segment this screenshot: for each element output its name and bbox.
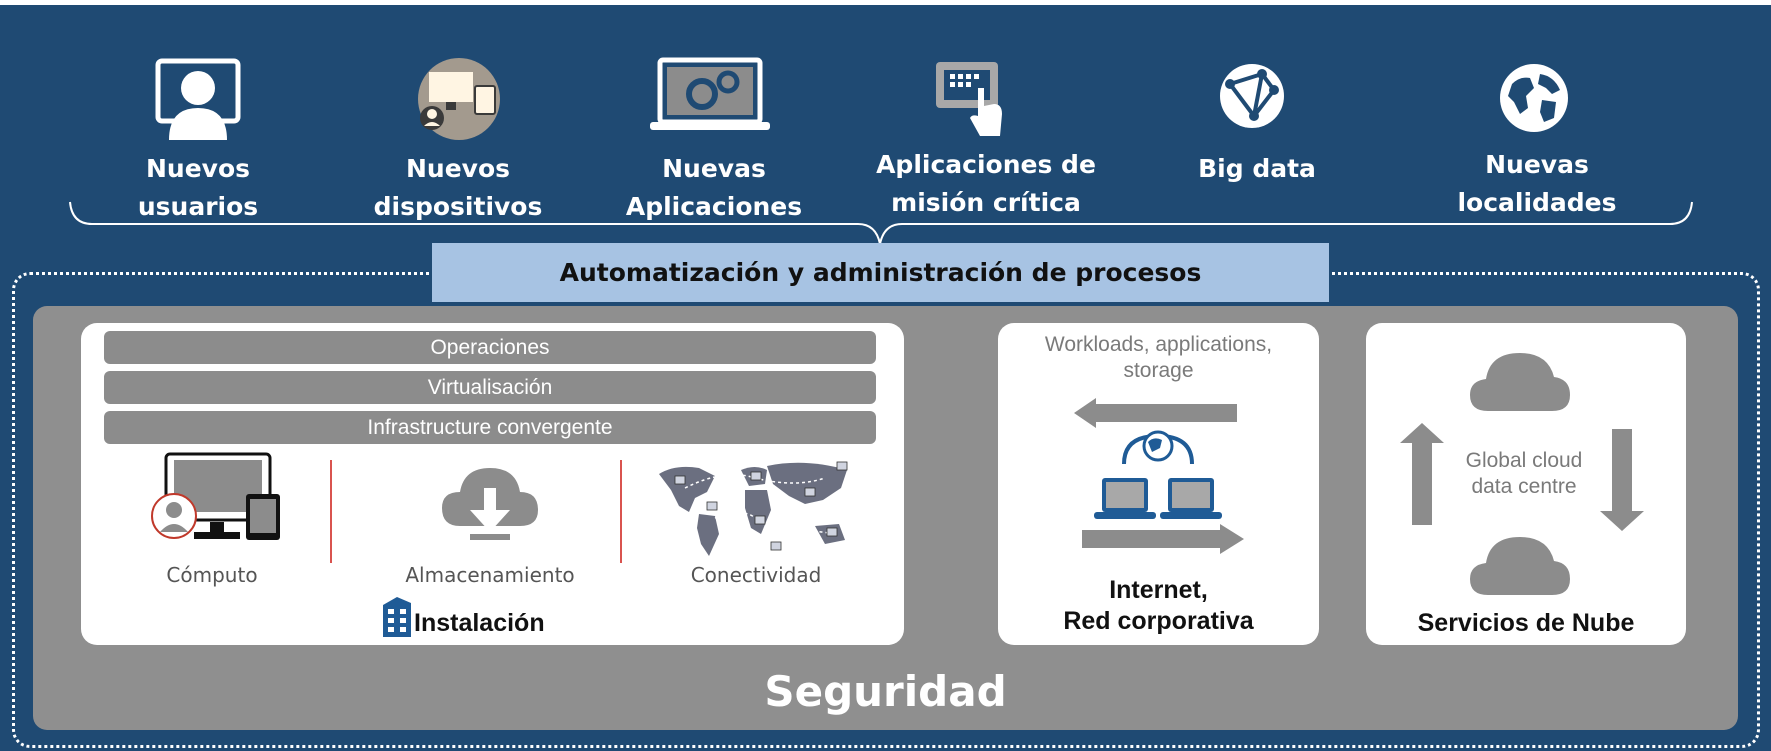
category-label-line1: Nuevos bbox=[145, 154, 251, 183]
compute-icon bbox=[151, 452, 280, 540]
category-label-line2: misión crítica bbox=[891, 188, 1081, 217]
devices-icon bbox=[418, 58, 500, 140]
category-label-line2: localidades bbox=[1457, 188, 1617, 217]
cloud-caption: Global cloud data centre bbox=[1424, 448, 1624, 500]
divider-line bbox=[330, 460, 332, 563]
globe-icon bbox=[1500, 64, 1568, 132]
divider-line bbox=[620, 460, 622, 563]
category-new-locations: Nuevas localidades bbox=[1427, 146, 1647, 222]
category-label-line2: usuarios bbox=[137, 192, 259, 221]
category-label-line1: Nuevas bbox=[1485, 150, 1589, 179]
building-icon bbox=[383, 597, 411, 637]
internet-card bbox=[998, 323, 1319, 645]
category-new-devices: Nuevos dispositivos bbox=[348, 150, 568, 226]
internet-caption: Workloads, applications, storage bbox=[1000, 332, 1317, 384]
network-globe-icon bbox=[1220, 64, 1284, 128]
component-storage: Almacenamiento bbox=[405, 563, 575, 587]
layer-converged-infrastructure: Infrastructure convergente bbox=[104, 411, 876, 444]
category-label-line2: dispositivos bbox=[373, 192, 543, 221]
data-exchange-icon bbox=[1074, 398, 1244, 554]
layer-virtualisation: Virtualisación bbox=[104, 371, 876, 404]
cloud-download-icon bbox=[442, 468, 538, 540]
category-new-users: Nuevos usuarios bbox=[88, 150, 308, 226]
caption-line1: Global cloud bbox=[1465, 449, 1583, 472]
security-label: Seguridad bbox=[764, 667, 1007, 716]
layer-operations: Operaciones bbox=[104, 331, 876, 364]
category-new-applications: Nuevas Aplicaciones bbox=[604, 150, 824, 226]
cloud-cycle-icon bbox=[1400, 353, 1644, 595]
component-connectivity: Conectividad bbox=[690, 563, 822, 587]
internet-title: Internet, Red corporativa bbox=[1000, 575, 1317, 637]
caption-line2: data centre bbox=[1471, 475, 1577, 498]
grouping-brace bbox=[69, 201, 1693, 245]
category-big-data: Big data bbox=[1147, 150, 1367, 188]
category-mission-critical: Aplicaciones de misión crítica bbox=[866, 146, 1106, 222]
automation-banner: Automatización y administración de proce… bbox=[432, 243, 1329, 302]
category-label-line1: Nuevas bbox=[662, 154, 766, 183]
category-label-line1: Big data bbox=[1198, 154, 1316, 183]
component-compute: Cómputo bbox=[166, 563, 258, 587]
title-line2: Red corporativa bbox=[1063, 607, 1254, 635]
caption-line1: Workloads, applications, bbox=[1044, 333, 1273, 356]
category-label-line1: Aplicaciones de bbox=[876, 150, 1096, 179]
category-label-line2: Aplicaciones bbox=[625, 192, 803, 221]
category-label-line1: Nuevos bbox=[405, 154, 511, 183]
title-line1: Internet, bbox=[1109, 576, 1208, 604]
user-monitor-icon bbox=[155, 58, 241, 140]
installation-title: Instalación bbox=[414, 609, 545, 637]
caption-line2: storage bbox=[1123, 359, 1194, 382]
touch-panel-icon bbox=[936, 62, 1002, 136]
cloud-services-title: Servicios de Nube bbox=[1417, 609, 1635, 637]
laptop-gears-icon bbox=[650, 57, 770, 130]
world-map-icon bbox=[659, 461, 848, 556]
